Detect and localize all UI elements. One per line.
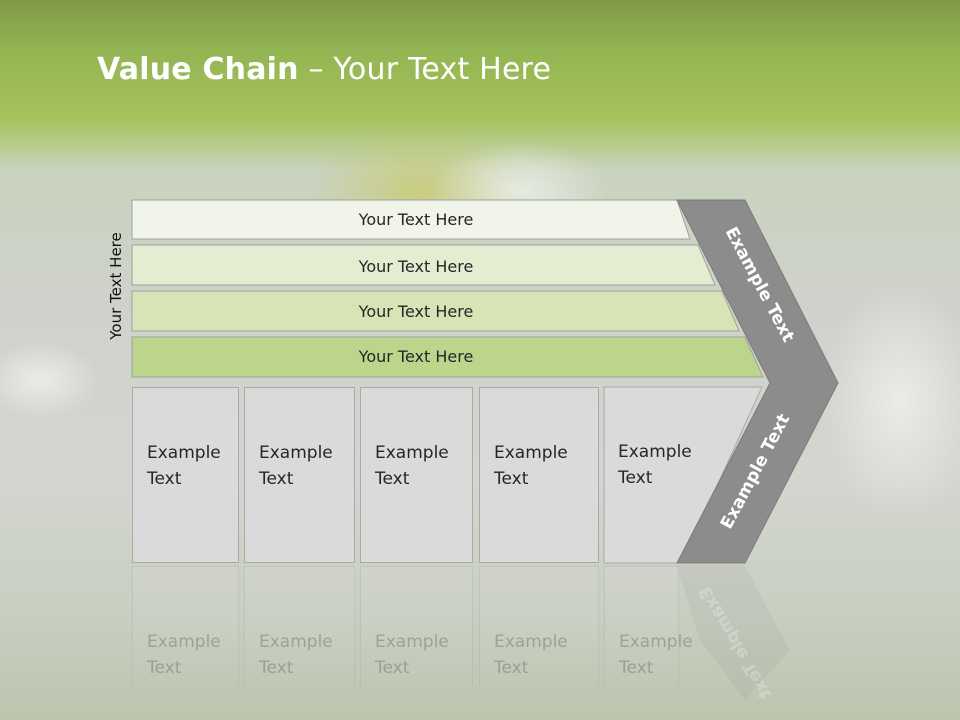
box-2-reflection-line2: Text (259, 658, 294, 678)
bar-label-3: Your Text Here (358, 302, 474, 321)
box-4-reflection-text: Text Example (494, 629, 584, 681)
box-2-reflection-line1: Example (259, 632, 333, 652)
box-4-line2: Text (494, 469, 529, 489)
chevron-arrow (676, 199, 839, 564)
box-1-reflection: Text Example (132, 566, 239, 686)
box-1-reflection-line2: Text (147, 658, 182, 678)
bar-shape-3 (131, 290, 740, 332)
box-2-reflection: Text Example (244, 566, 355, 686)
box-2-reflection-text: Text Example (259, 629, 349, 681)
bar-label-4: Your Text Here (358, 347, 474, 366)
chevron-reflection (677, 565, 790, 700)
box-4-reflection: Text Example (479, 566, 599, 686)
title-rest: – Your Text Here (298, 52, 552, 87)
box-5-line2: Text (618, 468, 653, 488)
bar-shape-1 (131, 199, 691, 240)
box-1-line1: Example (147, 443, 221, 463)
box-4-line1: Example (494, 443, 568, 463)
bar-label-1: Your Text Here (358, 210, 474, 229)
box-3-reflection-line2: Text (375, 658, 410, 678)
box-2-line2: Text (259, 469, 294, 489)
title-bold: Value Chain (97, 52, 299, 87)
box-1-line2: Text (147, 469, 182, 489)
box-3-reflection: Text Example (360, 566, 473, 686)
slide-title: Value Chain – Your Text Here (97, 52, 551, 87)
box-5-line1: Example (618, 442, 692, 462)
bar-shape-4 (131, 336, 764, 378)
box-3-reflection-text: Text Example (375, 629, 465, 681)
box-5-reflection: Text Example (604, 566, 693, 686)
bars-group: Your Text Here Your Text Here Your Text … (131, 199, 764, 378)
box-4-reflection-line2: Text (494, 658, 529, 678)
box-3-line2: Text (375, 469, 410, 489)
box-3-reflection-line1: Example (375, 632, 449, 652)
bar-shape-2 (131, 244, 716, 286)
box-5-reflection-line2: Text (619, 658, 654, 678)
box-5-reflection-line1: Example (619, 632, 693, 652)
box-1-reflection-line1: Example (147, 632, 221, 652)
box-1-reflection-text: Text Example (147, 629, 237, 681)
box-4-reflection-line1: Example (494, 632, 568, 652)
bar-label-2: Your Text Here (358, 257, 474, 276)
box-3-line1: Example (375, 443, 449, 463)
box-5-reflection-text: Text Example (619, 629, 709, 681)
box-2-line1: Example (259, 443, 333, 463)
